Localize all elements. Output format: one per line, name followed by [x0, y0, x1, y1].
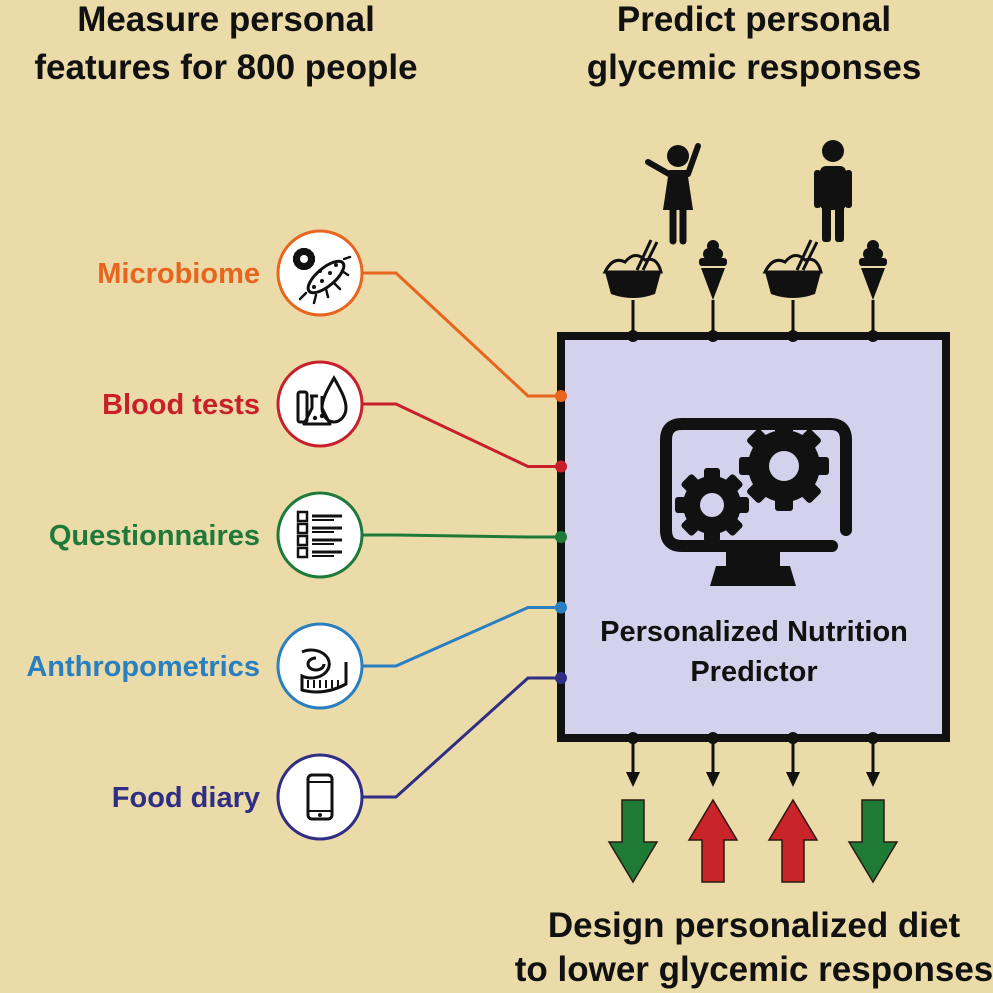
feature-connector-line — [362, 606, 561, 668]
arrow-down-icon — [607, 799, 659, 884]
glycemic-response — [687, 732, 739, 883]
predictor-title-line1: Personalized Nutrition — [600, 616, 908, 648]
bottom-heading-line1: Design personalized diet — [548, 906, 961, 945]
feature-row: Food diary — [112, 672, 567, 841]
feature-connector-dot — [555, 390, 567, 402]
feature-row: Blood tests — [102, 360, 567, 473]
left-heading-line1: Measure personal — [77, 0, 375, 39]
food-connector-dot — [867, 330, 879, 342]
food-input — [602, 239, 663, 342]
blood-test-icon — [296, 374, 348, 426]
output-arrowhead — [786, 772, 800, 787]
arrow-up-icon — [687, 798, 739, 883]
food-connector-dot — [787, 330, 799, 342]
feature-connector-dot — [555, 460, 567, 473]
glycemic-response — [847, 732, 899, 884]
responses-layer — [607, 732, 899, 884]
left-heading-line2: features for 800 people — [34, 48, 417, 87]
feature-connector-dot — [555, 601, 567, 614]
smartphone-icon — [306, 773, 334, 821]
ice-cream-icon — [859, 240, 887, 300]
tape-measure-icon — [300, 648, 348, 694]
feature-label: Blood tests — [102, 389, 260, 421]
feature-connector-line — [362, 402, 561, 468]
feature-label: Food diary — [112, 782, 260, 814]
food-connector-dot — [627, 330, 639, 342]
feature-connector-dot — [555, 531, 567, 543]
glycemic-response — [767, 732, 819, 883]
output-arrowhead — [626, 772, 640, 787]
ice-cream-icon — [699, 240, 727, 300]
feature-row: Microbiome — [97, 229, 567, 402]
microbe-icon — [292, 247, 352, 305]
monitor-gears-icon — [660, 418, 852, 586]
man-standing-icon — [814, 140, 852, 242]
feature-connector-line — [362, 533, 561, 539]
arrow-up-icon — [767, 798, 819, 883]
feature-label: Microbiome — [97, 258, 260, 290]
right-heading-line2: glycemic responses — [587, 48, 922, 87]
arrow-down-icon — [847, 799, 899, 884]
feature-circle — [276, 360, 364, 448]
rice-bowl-icon — [602, 239, 663, 298]
output-arrowhead — [866, 772, 880, 787]
output-arrowhead — [706, 772, 720, 787]
feature-circle — [276, 491, 364, 579]
food-input — [859, 240, 887, 342]
foods-layer — [602, 239, 887, 342]
feature-label: Questionnaires — [49, 520, 260, 552]
food-input — [762, 239, 823, 342]
food-connector-dot — [707, 330, 719, 342]
feature-row: Questionnaires — [49, 491, 567, 579]
rice-bowl-icon — [762, 239, 823, 298]
feature-label: Anthropometrics — [26, 651, 260, 683]
glycemic-response — [607, 732, 659, 884]
right-heading-line1: Predict personal — [617, 0, 891, 39]
checklist-icon — [296, 510, 342, 559]
bottom-heading-line2: to lower glycemic responses — [515, 950, 993, 989]
food-input — [699, 240, 727, 342]
feature-connector-dot — [555, 672, 567, 684]
predictor-title-line2: Predictor — [690, 656, 817, 688]
feature-row: Anthropometrics — [26, 601, 567, 710]
feature-circle — [276, 753, 364, 841]
feature-connector-line — [362, 271, 561, 398]
feature-circle — [276, 622, 364, 710]
predictor-box — [557, 332, 950, 742]
feature-connector-line — [362, 676, 561, 799]
woman-waving-icon — [645, 143, 701, 245]
